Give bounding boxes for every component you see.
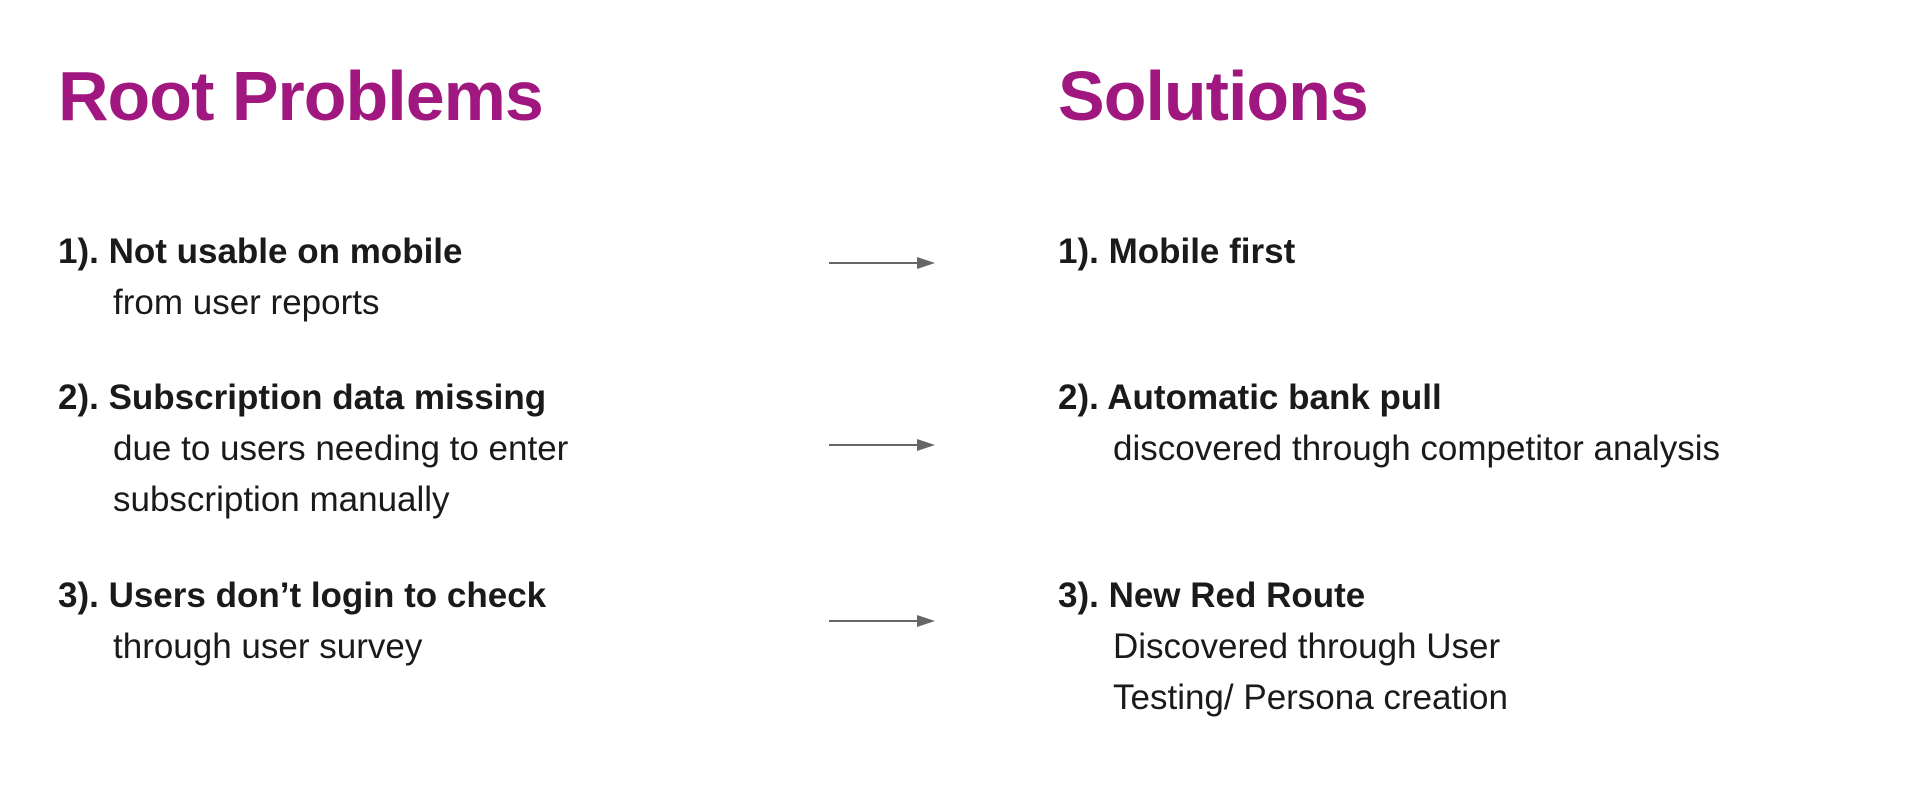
- solution-detail: discovered through competitor analysis: [1113, 429, 1720, 468]
- problem-heading: 1). Not usable on mobile: [58, 232, 463, 271]
- problem-heading: 2). Subscription data missing: [58, 378, 547, 417]
- solution-heading: 1). Mobile first: [1058, 232, 1296, 271]
- problem-heading: 3). Users don’t login to check: [58, 576, 547, 615]
- solution-item-3: 3). New Red Route Discovered through Use…: [1058, 570, 1508, 723]
- problem-detail: from user reports: [113, 283, 380, 322]
- problem-detail: subscription manually: [113, 480, 450, 519]
- solutions-title: Solutions: [1058, 57, 1369, 135]
- solution-detail: Testing/ Persona creation: [1113, 678, 1508, 717]
- arrow-right-icon: [829, 615, 935, 627]
- root-problems-title: Root Problems: [58, 57, 544, 135]
- problem-item-2: 2). Subscription data missing due to use…: [58, 372, 568, 525]
- solution-item-2: 2). Automatic bank pull discovered throu…: [1058, 372, 1720, 474]
- problem-item-3: 3). Users don’t login to check through u…: [58, 570, 546, 672]
- problem-detail: through user survey: [113, 627, 423, 666]
- solution-heading: 3). New Red Route: [1058, 576, 1366, 615]
- arrow-right-icon: [829, 257, 935, 269]
- problem-item-1: 1). Not usable on mobile from user repor…: [58, 226, 462, 328]
- solution-detail: Discovered through User: [1113, 627, 1501, 666]
- problem-detail: due to users needing to enter: [113, 429, 569, 468]
- arrow-right-icon: [829, 439, 935, 451]
- solution-item-1: 1). Mobile first: [1058, 226, 1295, 277]
- solution-heading: 2). Automatic bank pull: [1058, 378, 1442, 417]
